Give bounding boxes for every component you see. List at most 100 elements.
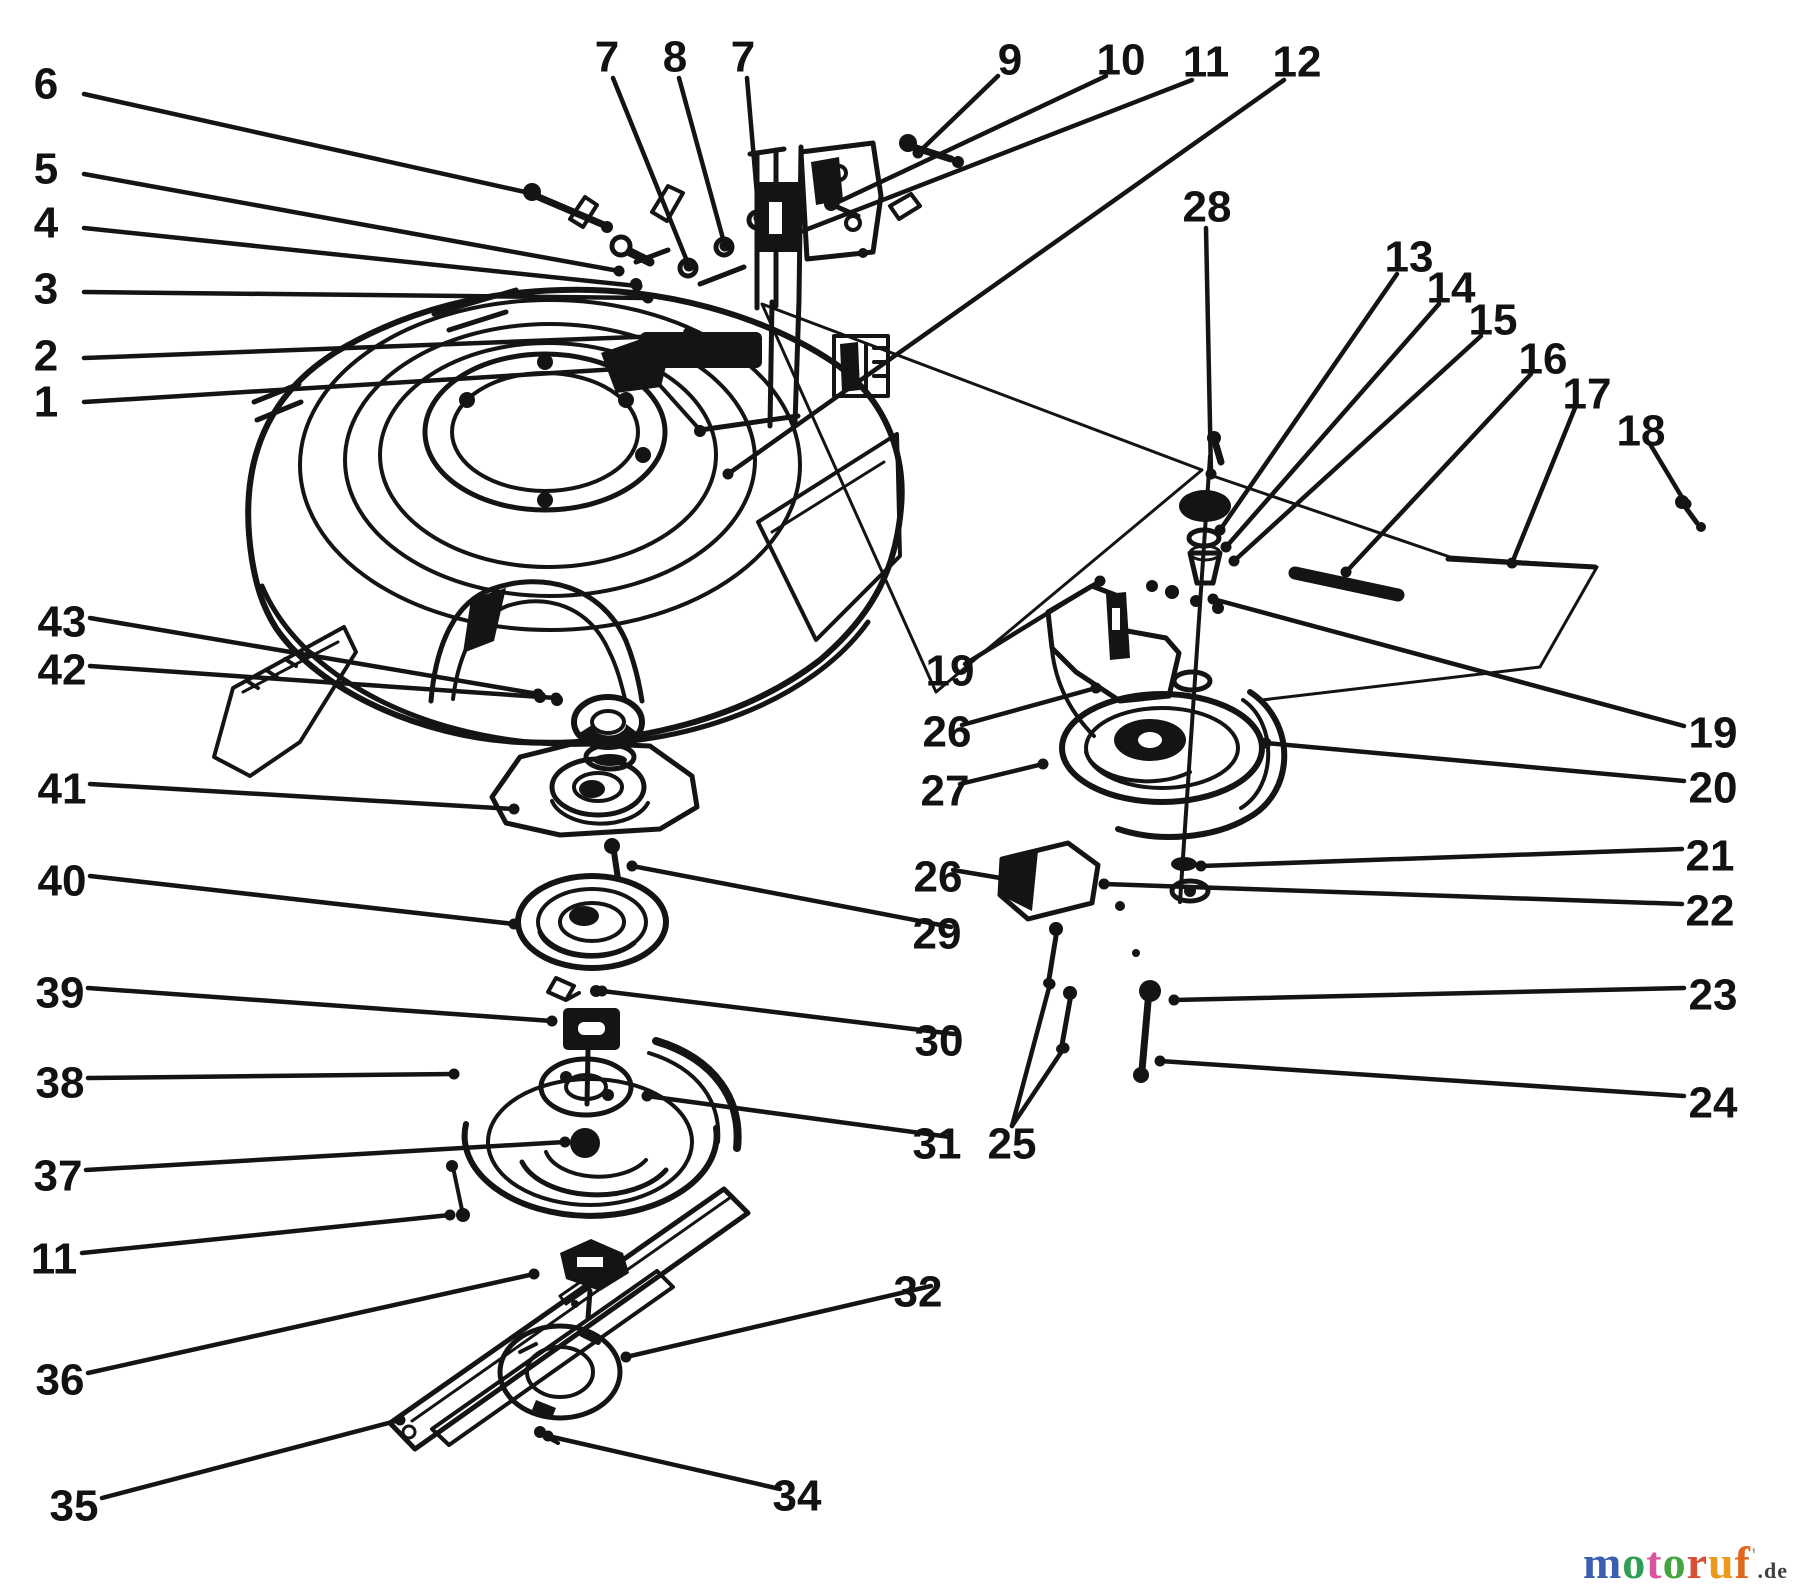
logo-letter: f <box>1734 1537 1751 1588</box>
callout-21: 21 <box>1686 832 1735 881</box>
leader-line-11 <box>79 1212 453 1256</box>
idler-pulley-part20 <box>1059 691 1265 805</box>
callout-26: 26 <box>914 853 963 902</box>
leader-dot-26 <box>1018 876 1030 888</box>
callout-34: 34 <box>773 1472 822 1521</box>
logo-letter: t <box>1646 1537 1663 1588</box>
leader-dot-26 <box>1090 682 1102 694</box>
logo-letter: o <box>1622 1537 1647 1588</box>
leader-line-9 <box>915 73 1001 156</box>
leader-dot-14 <box>1220 541 1232 553</box>
bolt-part11-lower <box>446 1160 458 1172</box>
callout-29: 29 <box>913 910 962 959</box>
washer-part15 <box>1212 602 1224 614</box>
callout-10: 10 <box>1097 36 1146 85</box>
callout-20: 20 <box>1689 764 1738 813</box>
leader-line-7 <box>744 75 762 221</box>
callout-12: 12 <box>1273 38 1322 87</box>
leader-line-37 <box>83 1139 568 1173</box>
flange-nut-part22 <box>1169 878 1211 904</box>
leader-line-22 <box>1101 881 1685 907</box>
callout-41: 41 <box>38 765 87 814</box>
leader-line-13 <box>1217 271 1400 533</box>
leader-line-19 <box>962 578 1103 667</box>
callout-4: 4 <box>34 199 59 248</box>
callout-40: 40 <box>38 857 87 906</box>
friction-disc-part38 <box>461 1121 720 1219</box>
callout-14: 14 <box>1427 264 1476 313</box>
bolt-part25b <box>1063 986 1077 1000</box>
leader-dot-38 <box>448 1068 460 1080</box>
leader-dot-20 <box>1260 737 1272 749</box>
callout-5: 5 <box>34 145 58 194</box>
logo-letter: u <box>1708 1537 1735 1588</box>
leader-dot-6 <box>528 188 540 200</box>
leader-line-41 <box>87 781 517 812</box>
callout-9: 9 <box>998 36 1022 85</box>
leader-line-4 <box>81 225 640 289</box>
leader-dot-19 <box>1207 593 1219 605</box>
leader-line-40 <box>87 873 517 927</box>
callout-36: 36 <box>36 1356 85 1405</box>
logo-tick: ' <box>1750 1544 1758 1567</box>
leader-dot-16 <box>1340 566 1352 578</box>
leader-line-19 <box>1210 596 1687 729</box>
leader-dot-13 <box>1214 524 1226 536</box>
leader-dot-23 <box>1168 994 1180 1006</box>
callout-23: 23 <box>1689 971 1738 1020</box>
callout-3: 3 <box>34 265 58 314</box>
callout-leader-lines <box>79 73 1692 1501</box>
callout-19: 19 <box>926 647 975 696</box>
spacer-part5 <box>609 234 633 258</box>
callout-35: 35 <box>50 1482 99 1531</box>
leader-line-26 <box>950 867 1027 885</box>
leader-line-35 <box>99 1417 403 1501</box>
leader-line-25 <box>1009 1045 1067 1129</box>
motoruf-logo[interactable]: motoruf'.de <box>1583 1540 1788 1586</box>
brake-band <box>652 1037 742 1152</box>
leader-dot-40 <box>508 918 520 930</box>
leader-dot-24 <box>1154 1055 1166 1067</box>
leader-dot-25 <box>1044 978 1056 990</box>
leader-dot-35 <box>394 1414 406 1426</box>
callout-37: 37 <box>34 1152 83 1201</box>
leader-line-29 <box>629 863 954 930</box>
callout-1: 1 <box>34 378 58 427</box>
center-bolt-part37 <box>570 1128 600 1158</box>
leader-line-14 <box>1223 301 1442 550</box>
leader-dot-1 <box>644 361 656 373</box>
leader-line-31 <box>644 1093 953 1140</box>
acorn-nut-part28 <box>1179 490 1231 522</box>
leader-line-5 <box>81 171 622 274</box>
left-spindle-assembly <box>446 691 742 1222</box>
callout-28: 28 <box>1183 183 1232 232</box>
leader-line-10 <box>831 73 1109 207</box>
leader-line-20 <box>1263 740 1687 784</box>
callout-7: 7 <box>595 33 619 82</box>
callout-15: 15 <box>1469 296 1518 345</box>
leader-line-18 <box>1647 441 1689 507</box>
leader-line-28 <box>1203 225 1214 477</box>
drive-belt <box>1115 689 1288 840</box>
leader-dot-39 <box>546 1015 558 1027</box>
ball-stud-part23 <box>1139 980 1161 1002</box>
leader-dot-11 <box>789 228 801 240</box>
bolt-part24 <box>1133 1067 1149 1083</box>
logo-suffix: .de <box>1757 1558 1788 1583</box>
leader-dot-10 <box>828 198 840 210</box>
leader-line-32 <box>623 1283 934 1360</box>
leader-line-12 <box>725 77 1287 477</box>
leader-dot-5 <box>613 265 625 277</box>
callout-7: 7 <box>731 33 755 82</box>
logo-letter: m <box>1582 1537 1623 1588</box>
leader-line-24 <box>1157 1058 1687 1099</box>
leader-line-16 <box>1343 371 1534 575</box>
leader-dot-11 <box>444 1209 456 1221</box>
leader-line-21 <box>1198 846 1685 869</box>
callout-31: 31 <box>913 1120 962 1169</box>
washer-part21 <box>1171 857 1197 871</box>
callout-32: 32 <box>894 1268 943 1317</box>
leader-dot-7 <box>753 212 765 224</box>
leader-line-1 <box>81 364 653 405</box>
leader-dot-41 <box>508 803 520 815</box>
